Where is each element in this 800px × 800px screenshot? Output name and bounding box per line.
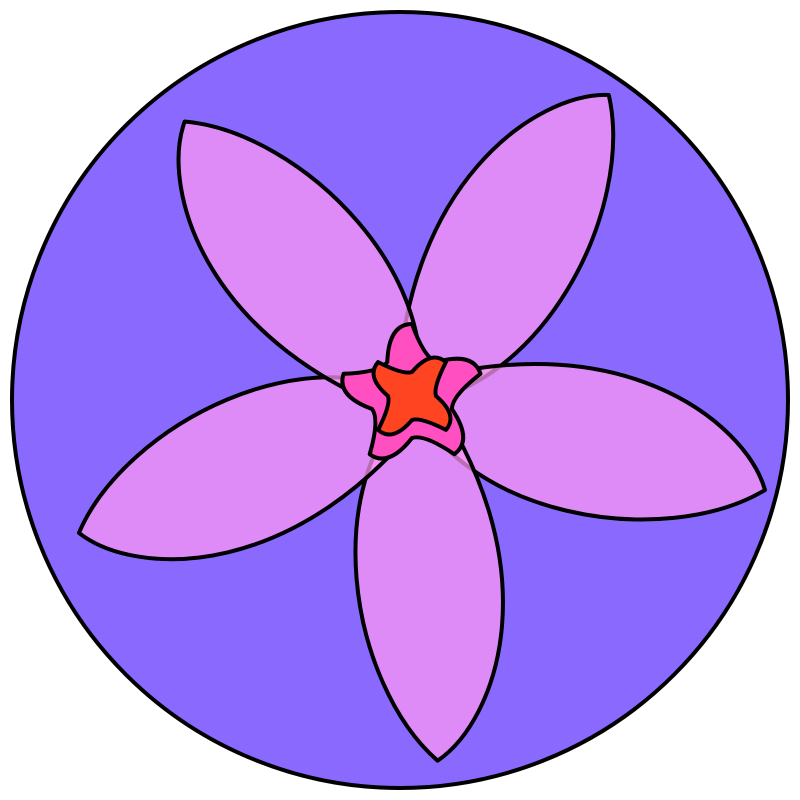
center-star [371,355,453,437]
center-flower [340,322,483,461]
petal [395,92,615,407]
petal [76,375,434,562]
petal [176,119,423,421]
petal-group [76,92,767,763]
petal [403,361,767,522]
petal [353,383,505,763]
